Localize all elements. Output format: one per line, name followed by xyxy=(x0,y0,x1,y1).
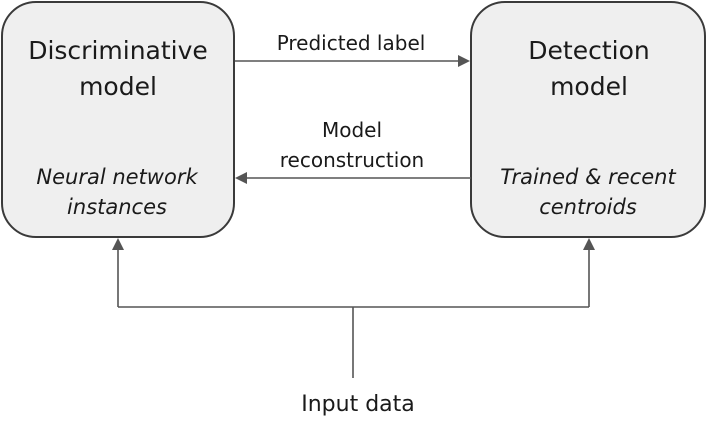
detection-title-line2: model xyxy=(550,72,628,101)
model-reconstruction-text-line1: Model xyxy=(322,118,382,142)
predicted-label-text: Predicted label xyxy=(277,31,426,55)
input-to-discriminative-arrowhead xyxy=(112,238,124,250)
discriminative-sub-line2: instances xyxy=(67,195,167,219)
input-data-label: Input data xyxy=(301,392,415,417)
discriminative-title-line2: model xyxy=(79,72,157,101)
discriminative-model-node: Discriminative model Neural network inst… xyxy=(1,1,235,238)
detection-model-node: Detection model Trained & recent centroi… xyxy=(470,1,706,238)
predicted-label-edge: Predicted label xyxy=(235,31,470,67)
detection-model-box xyxy=(470,1,706,238)
input-to-detection-arrowhead xyxy=(583,238,595,250)
discriminative-model-box xyxy=(1,1,235,238)
discriminative-title-line1: Discriminative xyxy=(28,36,208,65)
predicted-label-arrowhead xyxy=(458,55,470,67)
detection-sub-line2: centroids xyxy=(539,195,637,219)
model-reconstruction-edge: Model reconstruction xyxy=(235,118,471,184)
discriminative-sub-line1: Neural network xyxy=(36,165,198,189)
detection-title-line1: Detection xyxy=(528,36,649,65)
detection-sub-line1: Trained & recent xyxy=(500,165,676,189)
model-reconstruction-arrowhead xyxy=(235,172,247,184)
input-data-connector: Input data xyxy=(112,238,595,417)
model-reconstruction-text-line2: reconstruction xyxy=(280,148,424,172)
